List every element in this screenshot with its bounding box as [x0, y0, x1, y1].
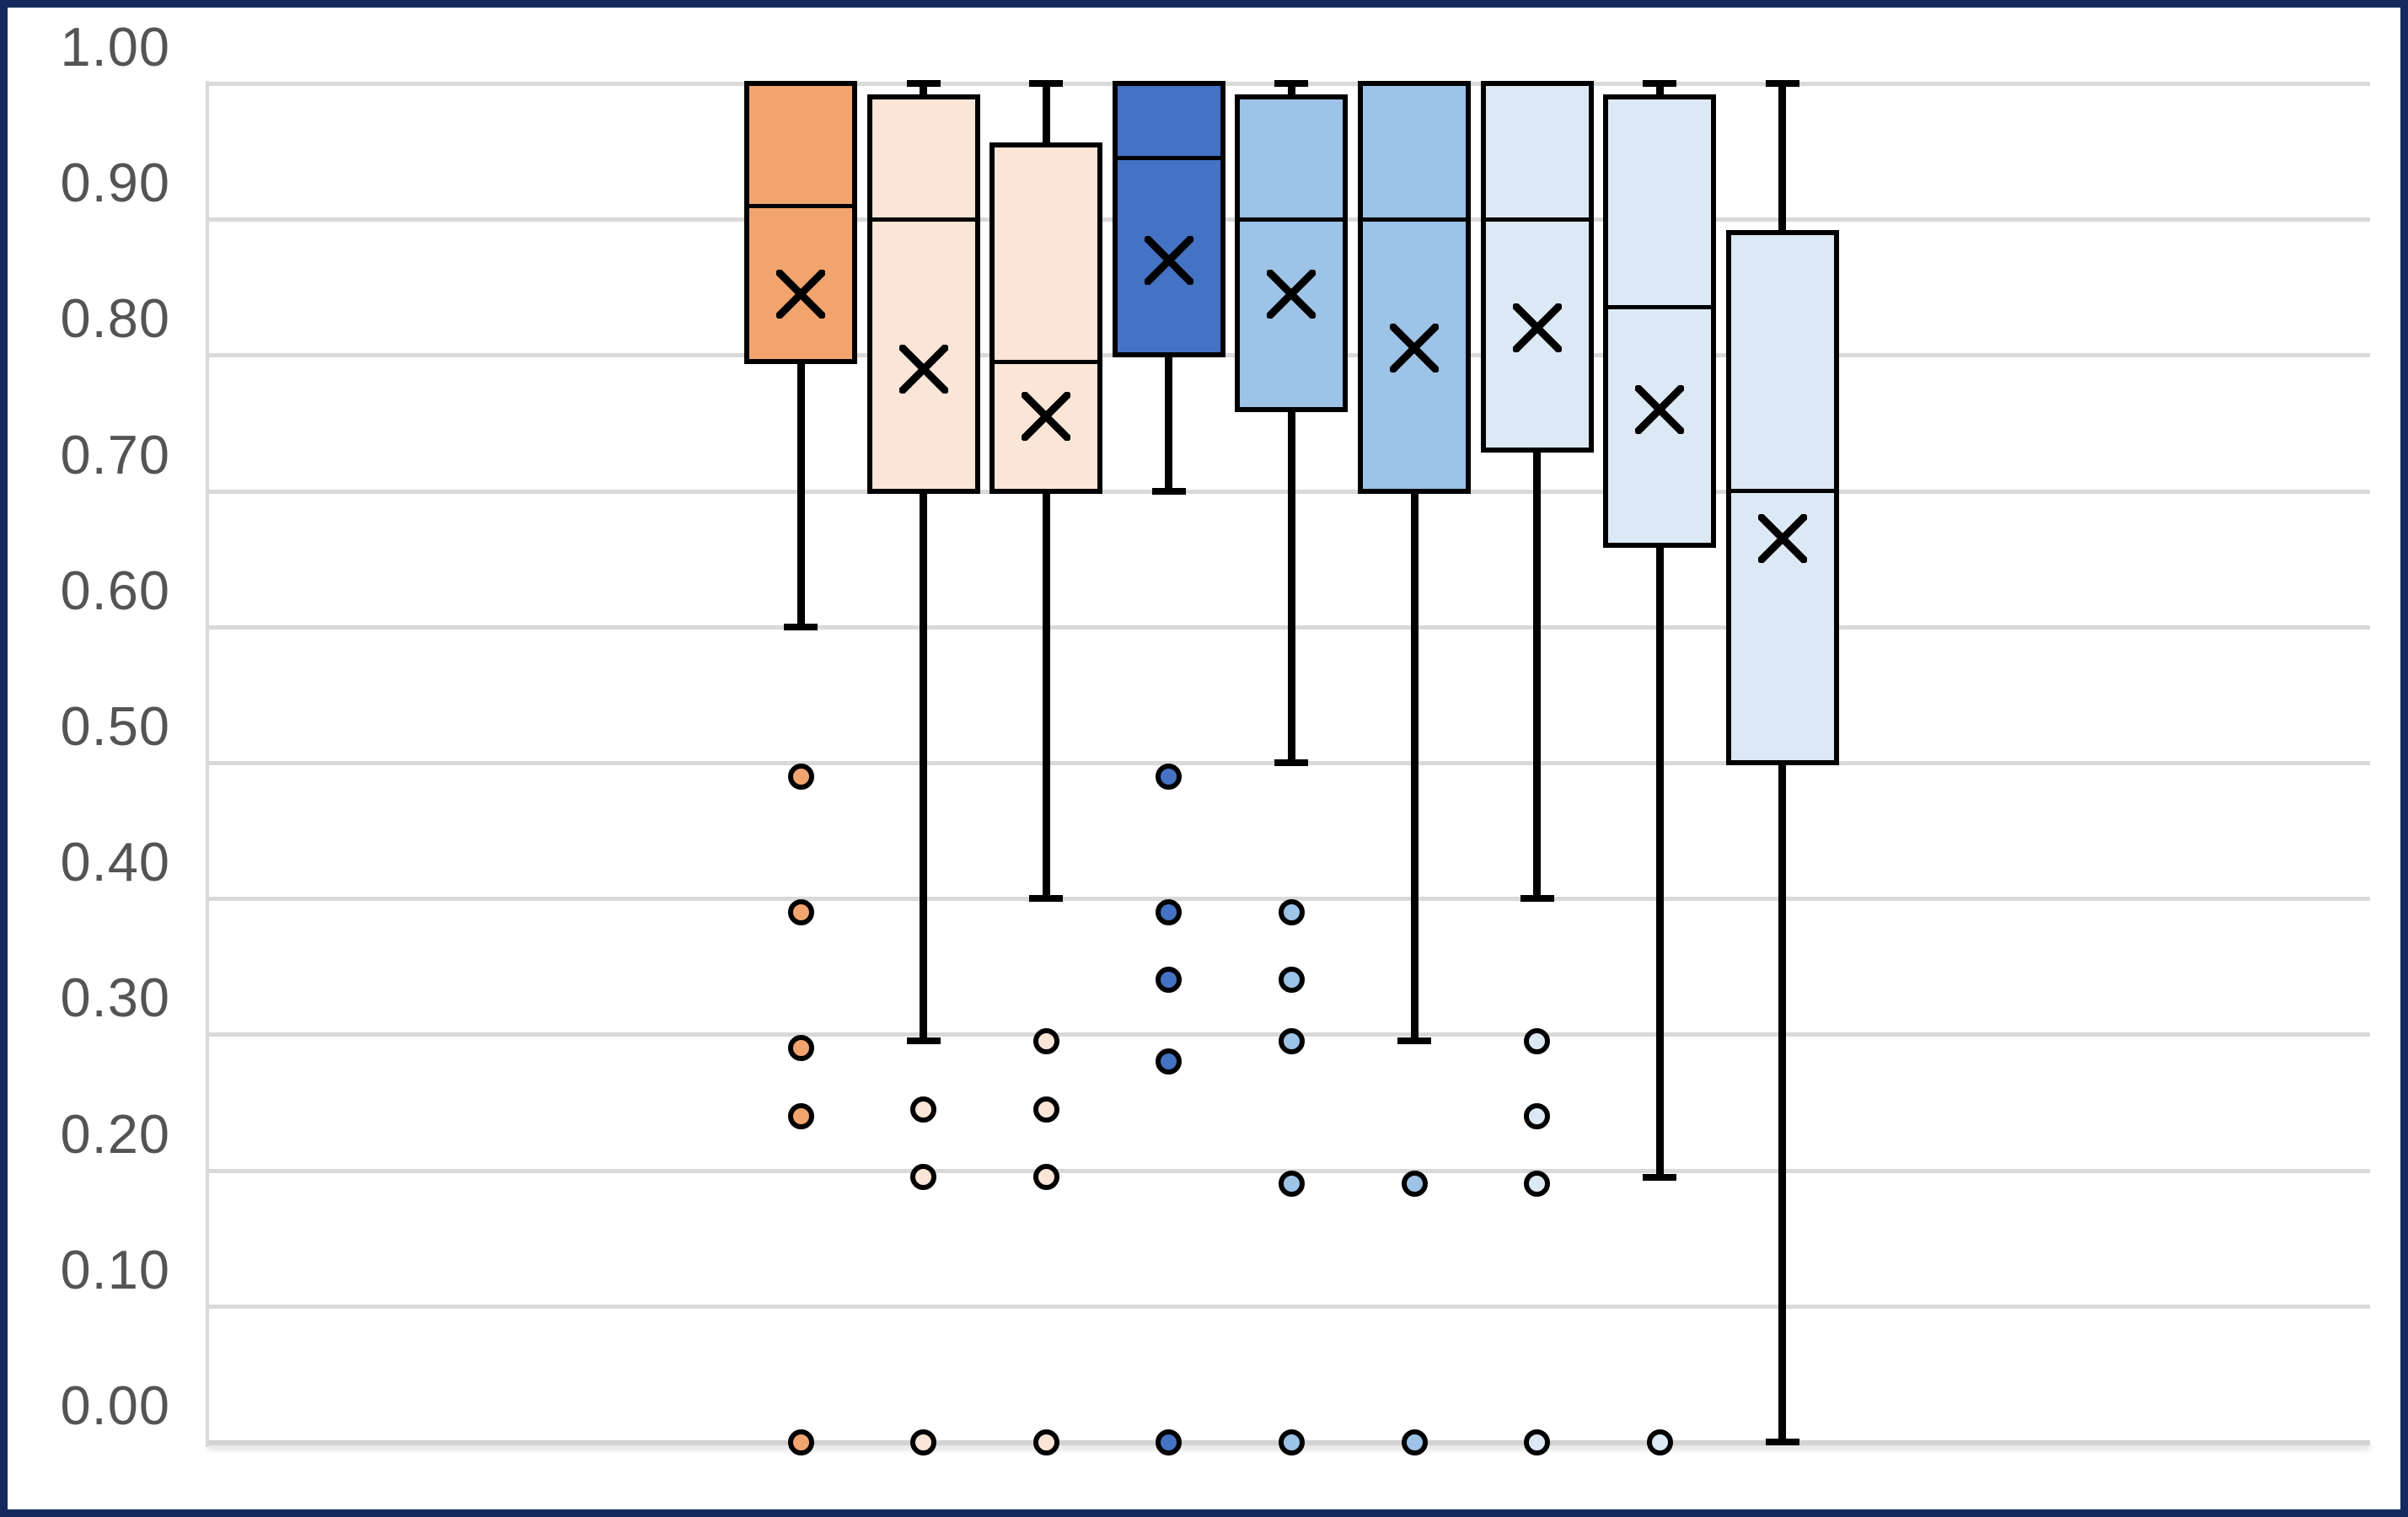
gridline [207, 1168, 2370, 1173]
outlier-dot [910, 1096, 937, 1123]
lower-whisker-line [796, 362, 805, 627]
outlier-dot [1278, 1027, 1305, 1054]
mean-x-marker [898, 344, 949, 394]
outlier-dot [787, 1102, 814, 1129]
median-line [1235, 217, 1349, 222]
lower-whisker-line [1165, 355, 1173, 491]
outlier-dot [1524, 1102, 1551, 1129]
mean-x-marker [1757, 513, 1808, 564]
upper-whisker-line [1655, 83, 1664, 98]
upper-whisker-line [1042, 83, 1050, 145]
box-iqr-rect [989, 142, 1103, 494]
median-line [1358, 217, 1471, 222]
box-iqr-rect [1480, 81, 1594, 453]
median-line [1725, 489, 1839, 494]
outlier-dot [1278, 1429, 1305, 1455]
upper-whisker-cap [1274, 80, 1309, 87]
y-axis-tick-label: 0.70 [60, 423, 170, 485]
y-axis-line [206, 81, 209, 1447]
upper-whisker-cap [1643, 80, 1677, 87]
y-axis-tick-label: 0.00 [60, 1375, 170, 1436]
outlier-dot [1278, 967, 1305, 994]
lower-whisker-line [1287, 409, 1295, 763]
outlier-dot [787, 898, 814, 925]
median-line [1603, 305, 1717, 310]
lower-whisker-line [1655, 545, 1664, 1177]
outlier-dot [1401, 1429, 1428, 1455]
outlier-dot [787, 763, 814, 790]
lower-whisker-cap [1029, 895, 1064, 903]
lower-whisker-line [1410, 490, 1419, 1042]
y-axis-tick-label: 0.50 [60, 695, 170, 757]
y-axis-tick-label: 0.20 [60, 1102, 170, 1165]
upper-whisker-cap [906, 80, 941, 87]
outlier-dot [787, 1429, 814, 1455]
median-line [1480, 217, 1594, 222]
median-line [989, 359, 1103, 364]
lower-whisker-cap [1643, 1173, 1677, 1181]
box-iqr-rect [1725, 230, 1839, 765]
gridline [207, 1304, 2370, 1309]
lower-whisker-cap [784, 623, 818, 630]
outlier-dot [1646, 1429, 1673, 1455]
box-iqr-rect [744, 81, 857, 365]
mean-x-marker [1021, 391, 1071, 442]
box-iqr-rect [1235, 94, 1349, 412]
lower-whisker-cap [1151, 487, 1186, 495]
mean-x-marker [1634, 384, 1685, 435]
outlier-dot [1524, 1429, 1551, 1455]
outlier-dot [1524, 1171, 1551, 1198]
outlier-dot [910, 1164, 937, 1191]
lower-whisker-cap [906, 1037, 941, 1045]
y-axis-tick-label: 0.40 [60, 831, 170, 893]
mean-x-marker [1389, 323, 1440, 373]
y-axis-tick-label: 0.10 [60, 1238, 170, 1300]
box-iqr-rect [1358, 81, 1471, 494]
outlier-dot [1156, 1429, 1183, 1455]
lower-whisker-cap [1397, 1037, 1431, 1045]
mean-x-marker [1266, 269, 1317, 319]
gridline [207, 897, 2370, 902]
outlier-dot [1156, 898, 1183, 925]
median-line [866, 217, 980, 222]
outlier-dot [1032, 1164, 1059, 1191]
median-line [744, 203, 857, 208]
box-iqr-rect [866, 94, 980, 494]
outlier-dot [910, 1429, 937, 1455]
mean-x-marker [1144, 235, 1194, 286]
outlier-dot [1032, 1429, 1059, 1455]
outlier-dot [1401, 1171, 1428, 1198]
box-iqr-rect [1112, 81, 1225, 358]
lower-whisker-cap [1765, 1439, 1799, 1445]
mean-x-marker [1512, 303, 1563, 353]
outlier-dot [1524, 1027, 1551, 1054]
lower-whisker-line [1778, 763, 1787, 1442]
upper-whisker-line [1287, 83, 1295, 98]
upper-whisker-line [1778, 83, 1787, 233]
outlier-dot [1278, 1171, 1305, 1198]
y-axis-tick-label: 0.80 [60, 287, 170, 350]
lower-whisker-line [1042, 490, 1050, 899]
y-axis-tick-label: 1.00 [60, 16, 170, 78]
upper-whisker-cap [1765, 80, 1799, 87]
lower-whisker-cap [1274, 759, 1309, 766]
y-axis-tick-label: 0.90 [60, 152, 170, 214]
outlier-dot [1032, 1027, 1059, 1054]
mean-x-marker [775, 269, 826, 319]
lower-whisker-line [1533, 450, 1542, 899]
lower-whisker-line [920, 490, 928, 1042]
upper-whisker-line [920, 83, 928, 98]
upper-whisker-cap [1029, 80, 1064, 87]
outlier-dot [1156, 967, 1183, 994]
outlier-dot [787, 1035, 814, 1062]
lower-whisker-cap [1520, 895, 1554, 903]
outlier-dot [1156, 763, 1183, 790]
median-line [1112, 156, 1225, 161]
y-axis-tick-label: 0.30 [60, 967, 170, 1029]
y-axis-tick-label: 0.60 [60, 559, 170, 621]
outlier-dot [1156, 1048, 1183, 1075]
outlier-dot [1032, 1096, 1059, 1123]
box-iqr-rect [1603, 94, 1717, 549]
outlier-dot [1278, 898, 1305, 925]
